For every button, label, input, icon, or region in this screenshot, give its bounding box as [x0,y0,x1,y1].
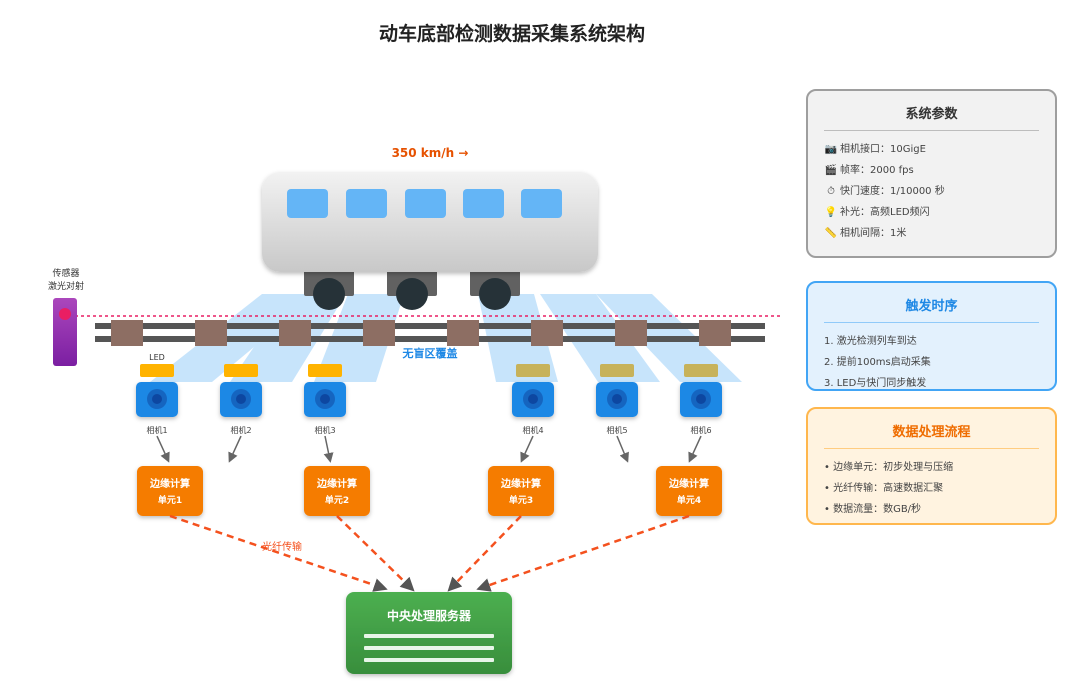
camera-label: 相机5 [606,425,627,435]
edge-unit-label: 边缘计算 [316,477,357,490]
panel-title: 数据处理流程 [824,421,1039,449]
trigger-step: 2. 提前100ms启动采集 [824,357,931,368]
trigger-timing-panel: 触发时序 1. 激光检测列车到达 2. 提前100ms启动采集 3. LED与快… [806,281,1057,391]
sensor-label-line2: 激光对射 [48,280,84,292]
flow-item: • 边缘单元：初步处理与压缩 [824,462,954,473]
param-text: 快门速度：1/10000 秒 [840,186,945,197]
stopwatch-icon: ⏱ [827,186,835,197]
param-text: 补光：高频LED频闪 [840,207,930,218]
edge-unit-label: 边缘计算 [500,477,541,490]
camera-label: 相机3 [314,425,335,435]
camera-6 [680,382,722,417]
param-text: 帧率：2000 fps [840,165,914,176]
train-wheels [313,278,511,310]
led-lights [140,364,718,377]
param-item: 🎬帧率：2000 fps [824,160,1039,181]
edge-unit-label: 边缘计算 [149,477,190,490]
trigger-step: 3. LED与快门同步触发 [824,378,927,389]
param-item: 💡补光：高频LED频闪 [824,202,1039,223]
edge-unit-3: 边缘计算 单元3 [488,466,554,516]
edge-unit-label: 边缘计算 [668,477,709,490]
system-params-panel: 系统参数 📷相机接口：10GigE 🎬帧率：2000 fps ⏱ 快门速度：1/1… [806,89,1057,258]
lightbulb-icon: 💡 [824,207,838,218]
fiber-links [169,514,690,592]
param-text: 相机间隔：1米 [840,228,907,239]
edge-unit-number: 单元3 [509,494,533,506]
coverage-label: 无盲区覆盖 [402,346,458,360]
param-item: 📏相机间隔：1米 [824,223,1039,244]
ruler-icon: 📏 [824,228,838,239]
camera-5 [596,382,638,417]
camera-1 [136,382,178,417]
edge-unit-1: 边缘计算 单元1 [137,466,203,516]
railway-track [95,320,765,346]
camera-label: 相机6 [690,425,711,435]
panel-title: 系统参数 [824,103,1039,131]
film-clapper-icon: 🎬 [824,165,838,176]
camera-label: 相机2 [230,425,251,435]
edge-unit-number: 单元1 [158,494,182,506]
camera-to-edge-arrows [156,435,702,463]
edge-unit-number: 单元4 [677,494,701,506]
server-label: 中央处理服务器 [387,608,472,623]
param-item: ⏱ 快门速度：1/10000 秒 [824,181,1039,202]
fiber-label: 光纤传输 [262,540,302,553]
diagram-title: 动车底部检测数据采集系统架构 [379,22,645,45]
camera-icon: 📷 [824,144,838,155]
led-label: LED [149,353,165,362]
laser-sensor [53,298,77,366]
edge-unit-number: 单元2 [325,494,349,506]
trigger-step: 1. 激光检测列车到达 [824,336,917,347]
edge-unit-4: 边缘计算 单元4 [656,466,722,516]
flow-item: • 光纤传输：高速数据汇聚 [824,483,944,494]
camera-4 [512,382,554,417]
camera-2 [220,382,262,417]
camera-3 [304,382,346,417]
param-item: 📷相机接口：10GigE [824,139,1039,160]
panel-title: 触发时序 [824,295,1039,323]
central-server: 中央处理服务器 [346,592,512,674]
edge-unit-2: 边缘计算 单元2 [304,466,370,516]
sensor-label-line1: 传感器 [52,267,79,279]
speed-label: 350 km/h → [392,146,469,160]
data-flow-panel: 数据处理流程 • 边缘单元：初步处理与压缩 • 光纤传输：高速数据汇聚 • 数据… [806,407,1057,525]
camera-label: 相机1 [146,425,167,435]
camera-label: 相机4 [522,425,543,435]
train-car [262,172,598,296]
param-text: 相机接口：10GigE [840,144,926,155]
flow-item: • 数据流量：数GB/秒 [824,504,922,515]
